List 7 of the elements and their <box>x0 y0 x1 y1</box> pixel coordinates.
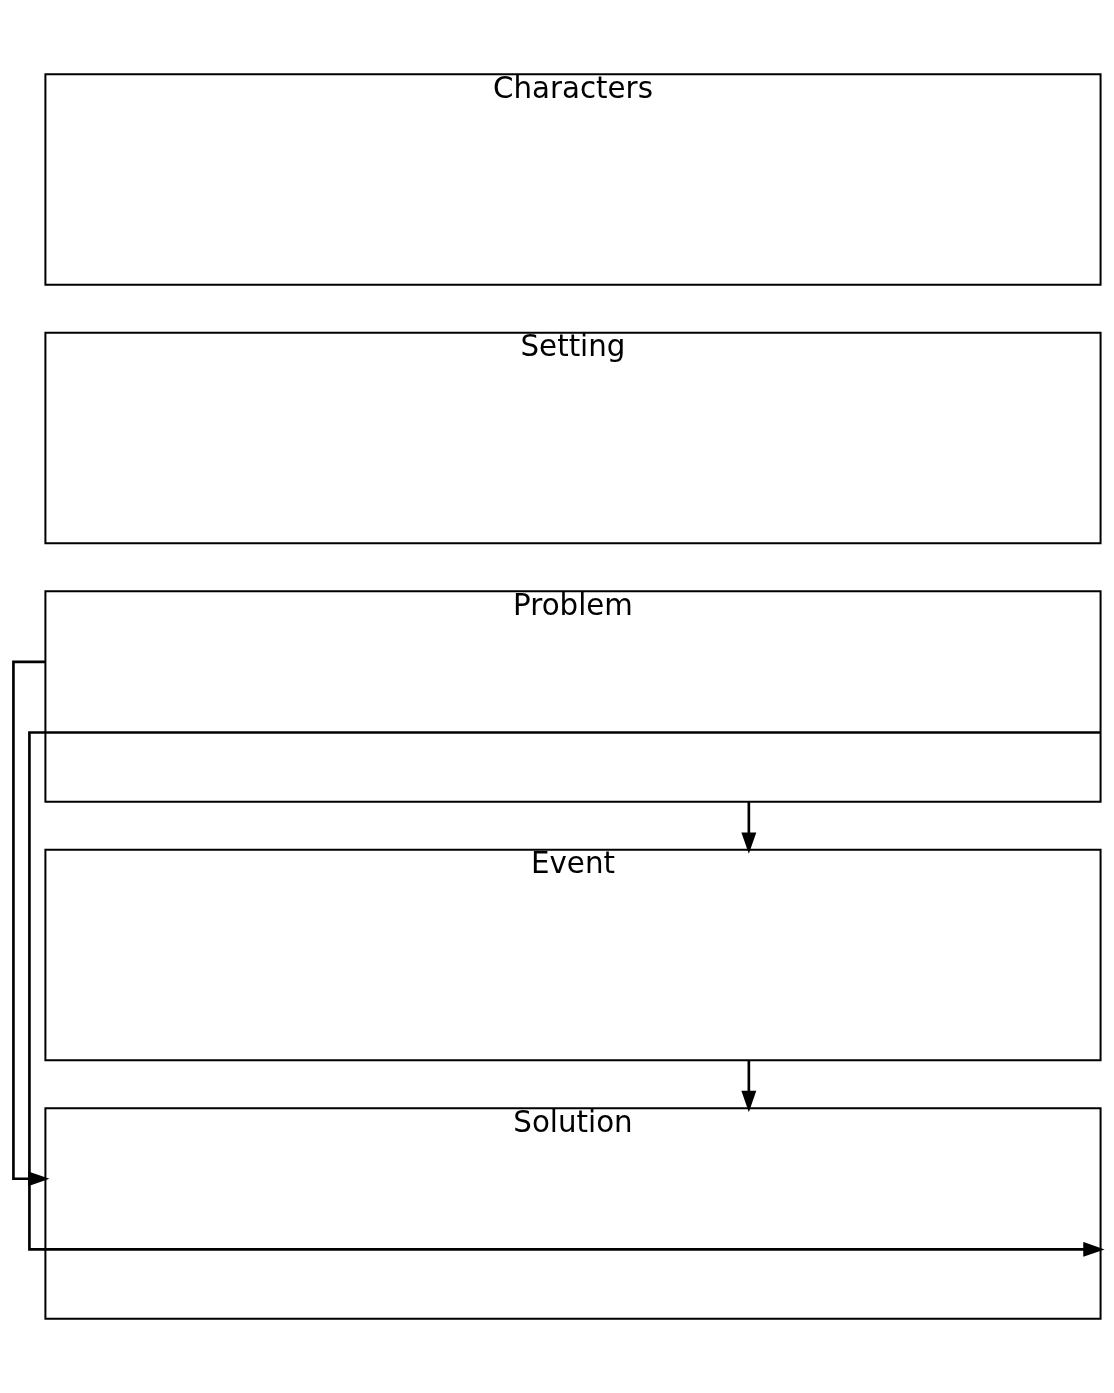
node-box: Setting <box>44 331 1102 545</box>
node-box: Characters <box>44 73 1102 286</box>
arrow <box>741 1060 757 1113</box>
arrow <box>741 801 757 854</box>
node-box: Event <box>44 848 1102 1062</box>
node-box: Problem <box>44 590 1102 803</box>
node-box: Solution <box>44 1107 1102 1320</box>
